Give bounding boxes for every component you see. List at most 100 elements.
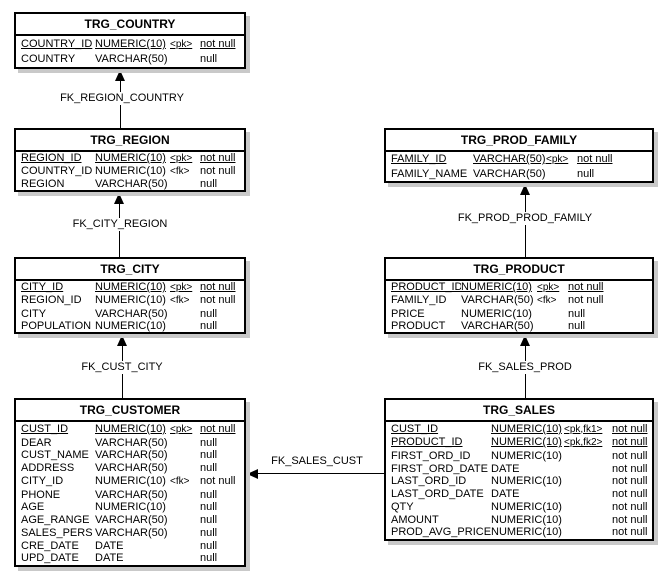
column-nullability: not null xyxy=(612,462,648,475)
column-type: NUMERIC(10) xyxy=(95,501,166,514)
column-nullability: not null xyxy=(612,422,648,435)
table-title: TRG_CITY xyxy=(16,259,244,281)
column-key: <pk> xyxy=(170,282,193,294)
relation-label: FK_SALES_CUST xyxy=(268,455,366,468)
table-row: CUST_ID NUMERIC(10)<pk,fk1> not null xyxy=(391,423,650,436)
column-key: <pk,fk1> xyxy=(564,423,603,435)
table-title: TRG_PRODUCT xyxy=(386,259,652,281)
column-type: DATE xyxy=(491,488,520,501)
column-name: FAMILY_ID xyxy=(391,294,447,307)
arrowhead-up-icon xyxy=(114,193,124,204)
column-key: <pk,fk2> xyxy=(564,437,603,449)
column-name: PRODUCT xyxy=(391,319,446,332)
column-name: ADDRESS xyxy=(21,462,75,474)
column-name: CUST_ID xyxy=(21,422,69,435)
relation-line[interactable] xyxy=(256,473,384,474)
table-row: CUST_ID NUMERIC(10) <pk> not null xyxy=(21,423,242,436)
column-nullability: not null xyxy=(612,436,648,449)
arrowhead-up-icon xyxy=(520,335,530,346)
column-type: NUMERIC(10) xyxy=(491,422,562,435)
column-type: VARCHAR(50) xyxy=(95,178,168,190)
column-nullability: null xyxy=(200,526,218,539)
relation-label: FK_CITY_REGION xyxy=(69,218,171,231)
column-name: AGE_RANGE xyxy=(21,514,90,526)
column-name: LAST_ORD_DATE xyxy=(391,488,484,501)
column-type: NUMERIC(10) xyxy=(461,307,532,320)
column-name: AMOUNT xyxy=(391,513,439,526)
column-name: DEAR xyxy=(21,436,52,449)
relation-label: FK_REGION_COUNTRY xyxy=(57,92,187,105)
column-name: PRICE xyxy=(391,307,425,320)
column-type: VARCHAR(50) xyxy=(95,53,168,65)
column-type: VARCHAR(50) xyxy=(473,153,546,166)
column-nullability: null xyxy=(200,319,218,332)
column-key: <pk> xyxy=(546,154,569,166)
column-name: CITY xyxy=(21,307,47,320)
column-key: <fk> xyxy=(170,166,190,177)
column-type: VARCHAR(50) xyxy=(473,167,546,180)
column-type: VARCHAR(50) xyxy=(95,449,168,462)
column-nullability: null xyxy=(568,319,586,332)
column-nullability: null xyxy=(200,178,218,190)
column-key: <fk> xyxy=(537,295,557,307)
column-nullability: null xyxy=(200,462,218,474)
column-nullability: not null xyxy=(612,513,648,526)
column-type: VARCHAR(50) xyxy=(461,294,534,307)
column-type: NUMERIC(10) xyxy=(491,526,562,539)
column-type: NUMERIC(10) xyxy=(95,294,166,307)
column-nullability: null xyxy=(200,552,218,565)
column-type: VARCHAR(50) xyxy=(95,526,168,539)
column-name: COUNTRY_ID xyxy=(21,38,93,50)
column-nullability: not null xyxy=(577,153,613,166)
column-type: NUMERIC(10) xyxy=(95,165,166,177)
table-row: PRICE NUMERIC(10) null xyxy=(391,308,650,320)
column-name: FAMILY_ID xyxy=(391,153,447,166)
column-name: QTY xyxy=(391,500,414,513)
column-name: PHONE xyxy=(21,488,61,501)
column-type: NUMERIC(10) xyxy=(95,422,166,435)
column-type: NUMERIC(10) xyxy=(461,281,532,294)
column-nullability: not null xyxy=(200,422,236,435)
column-name: AGE xyxy=(21,501,45,514)
column-nullability: null xyxy=(568,307,586,320)
column-name: FIRST_ORD_DATE xyxy=(391,462,488,475)
column-key: <pk> xyxy=(170,423,193,435)
column-key: <fk> xyxy=(170,475,190,487)
column-type: NUMERIC(10) xyxy=(95,152,166,164)
column-type: VARCHAR(50) xyxy=(95,307,168,320)
column-name: CUST_ID xyxy=(391,422,439,435)
column-nullability: not null xyxy=(200,165,236,177)
column-key: <pk> xyxy=(170,153,193,164)
column-nullability: null xyxy=(200,436,218,449)
